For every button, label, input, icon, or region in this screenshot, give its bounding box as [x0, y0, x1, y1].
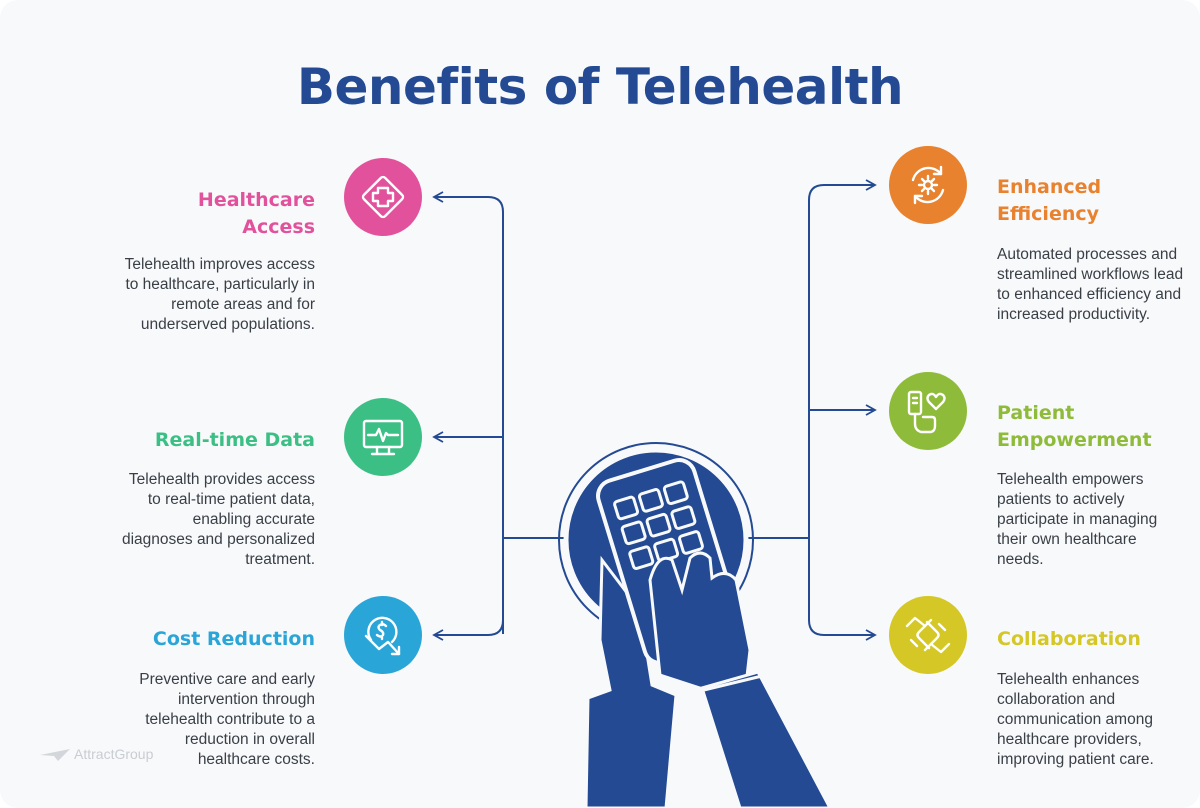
handshake-icon — [889, 596, 967, 674]
hands-phone-illustration — [558, 442, 832, 808]
brand-name: AttractGroup — [74, 746, 154, 762]
brand-logo-icon — [40, 749, 70, 762]
hand-heart-icon — [889, 372, 967, 450]
benefit-description-patient-empowerment: Telehealth empowers patients to actively… — [997, 471, 1158, 568]
gear-cycle-icon — [889, 146, 967, 224]
benefit-description-cost-reduction: Preventive care and early intervention t… — [139, 671, 315, 768]
medical-cross-icon — [344, 158, 422, 236]
benefit-title-cost-reduction: Cost Reduction — [152, 628, 315, 650]
benefit-description-healthcare-access: Telehealth improves access to healthcare… — [124, 256, 315, 333]
heartbeat-monitor-icon — [344, 398, 422, 476]
benefit-description-collaboration: Telehealth enhances collaboration and co… — [997, 671, 1154, 768]
benefit-description-real-time-data: Telehealth provides access to real-time … — [121, 471, 315, 568]
benefit-title-enhanced-efficiency: Enhanced Efficiency — [997, 176, 1102, 225]
brand-watermark: AttractGroup — [40, 746, 153, 763]
page-title: Benefits of Telehealth — [296, 58, 904, 116]
benefit-title-real-time-data: Real-time Data — [154, 429, 315, 451]
dollar-decrease-icon — [344, 596, 422, 674]
benefit-description-enhanced-efficiency: Automated processes and streamlined work… — [997, 246, 1184, 323]
benefit-title-healthcare-access: Healthcare Access — [197, 189, 315, 238]
benefit-title-patient-empowerment: Patient Empowerment — [997, 402, 1152, 451]
benefit-title-collaboration: Collaboration — [997, 628, 1141, 650]
